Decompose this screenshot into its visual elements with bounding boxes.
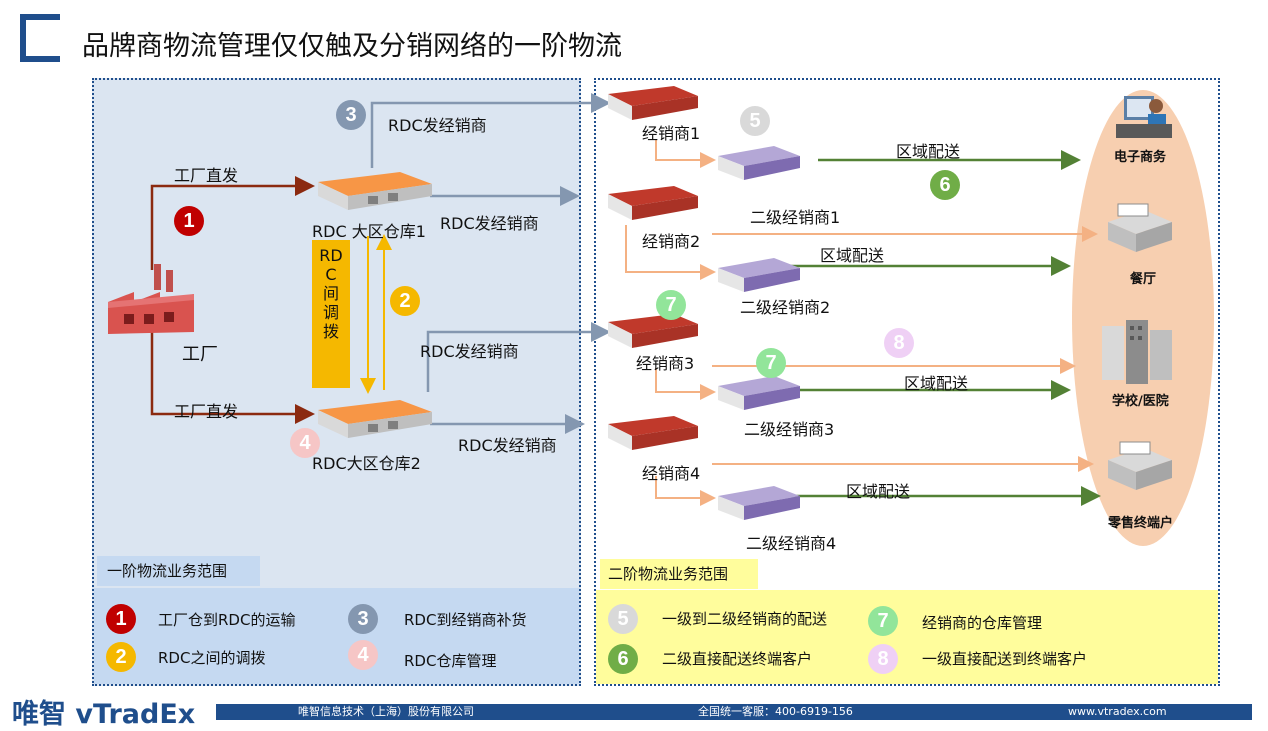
legend-text-8: 一级直接配送到终端客户 [922,650,1088,668]
legend-badge-5: 5 [608,604,638,634]
company-logo: 唯智 vTradEx [12,699,196,730]
dealer2-label: 经销商2 [642,232,701,251]
factory-label: 工厂 [182,344,218,365]
rdc-to-dealer-label-low: RDC发经销商 [420,342,519,361]
rdc-transfer-line-1: RD [319,246,343,265]
ecommerce-icon [1116,96,1172,138]
sub-dealer3-warehouse-icon [718,376,800,410]
sub-dealer2-warehouse-icon [718,258,800,292]
legend-badge-6: 6 [608,644,638,674]
step-8-badge: 8 [884,328,914,358]
rdc-to-dealer-label-top: RDC发经销商 [388,116,487,135]
page-title: 品牌商物流管理仅仅触及分销网络的一阶物流 [82,31,622,62]
rdc-transfer-line-3: 间 [322,284,339,303]
step-1-badge: 1 [174,206,204,236]
end-ecommerce-label: 电子商务 [1114,150,1167,165]
sub-dealer3-label: 二级经销商3 [744,420,835,439]
step-7-badge-a: 7 [656,290,686,320]
footer-company: 唯智信息技术（上海）股份有限公司 [298,705,474,718]
rdc2-warehouse-icon [318,400,432,438]
region-delivery-label-3: 区域配送 [904,374,969,393]
footer-hotline: 全国统一客服：400-6919-156 [698,705,853,718]
step-6-badge: 6 [930,170,960,200]
sub-dealer1-warehouse-icon [718,146,800,180]
step-3-badge: 3 [336,100,366,130]
end-school-label: 学校/医院 [1112,394,1169,409]
end-restaurant-label: 餐厅 [1130,272,1157,287]
retail-terminal-icon [1108,441,1172,490]
legend-badge-2: 2 [106,642,136,672]
legend-badge-4: 4 [348,640,378,670]
rdc2-label: RDC大区仓库2 [312,454,421,473]
legend-right-area [596,590,1218,684]
factory-icon [108,264,194,334]
legend-text-5: 一级到二级经销商的配送 [662,610,828,628]
region-delivery-label-2: 区域配送 [820,246,885,265]
footer-website[interactable]: www.vtradex.com [1068,705,1167,718]
rdc-transfer-box: RD C 间 调 拨 [312,240,350,388]
step-4-badge: 4 [290,428,320,458]
end-retail-label: 零售终端户 [1108,516,1174,531]
legend-text-6: 二级直接配送终端客户 [662,650,813,668]
dealer4-warehouse-icon [608,416,698,450]
restaurant-icon [1108,203,1172,252]
rdc-transfer-line-5: 拨 [322,322,339,341]
legend-badge-1: 1 [106,604,136,634]
title-mark-icon [20,14,60,62]
factory-direct-label-2: 工厂直发 [174,402,239,421]
legend-badge-3: 3 [348,604,378,634]
region-delivery-label-1: 区域配送 [896,142,961,161]
step-5-badge: 5 [740,106,770,136]
footer-bar: 唯智信息技术（上海）股份有限公司 全国统一客服：400-6919-156 www… [216,704,1252,720]
dealer4-label: 经销商4 [642,464,701,483]
legend-text-1: 工厂仓到RDC的运输 [158,611,296,629]
step-2-badge: 2 [390,286,420,316]
factory-direct-label-1: 工厂直发 [174,166,239,185]
rdc1-label: RDC 大区仓库1 [312,222,426,241]
scope-left-label: 一阶物流业务范围 [97,556,260,586]
legend-badge-8: 8 [868,644,898,674]
sub-dealer4-warehouse-icon [718,486,800,520]
rdc-to-dealer-label-mid: RDC发经销商 [440,214,539,233]
rdc-transfer-line-4: 调 [322,303,339,322]
dealer1-label: 经销商1 [642,124,701,143]
school-hospital-icon [1102,320,1172,384]
legend-badge-7: 7 [868,606,898,636]
legend-text-2: RDC之间的调拨 [158,649,266,667]
sub-dealer2-label: 二级经销商2 [740,298,831,317]
legend-left-area [94,588,579,684]
sub-dealer4-label: 二级经销商4 [746,534,837,553]
legend-text-7: 经销商的仓库管理 [922,614,1043,632]
legend-text-4: RDC仓库管理 [404,652,497,670]
dealer3-label: 经销商3 [636,354,695,373]
sub-dealer1-label: 二级经销商1 [750,208,841,227]
region-delivery-label-4: 区域配送 [846,482,911,501]
rdc-to-dealer-label-bottom: RDC发经销商 [458,436,557,455]
legend-text-3: RDC到经销商补货 [404,611,527,629]
scope-right-label: 二阶物流业务范围 [600,559,758,589]
dealer1-warehouse-icon [608,86,698,120]
rdc1-warehouse-icon [318,172,432,210]
dealer2-warehouse-icon [608,186,698,220]
dealer3-warehouse-icon [608,314,698,348]
step-7-badge-b: 7 [756,348,786,378]
rdc-transfer-line-2: C [325,265,337,284]
